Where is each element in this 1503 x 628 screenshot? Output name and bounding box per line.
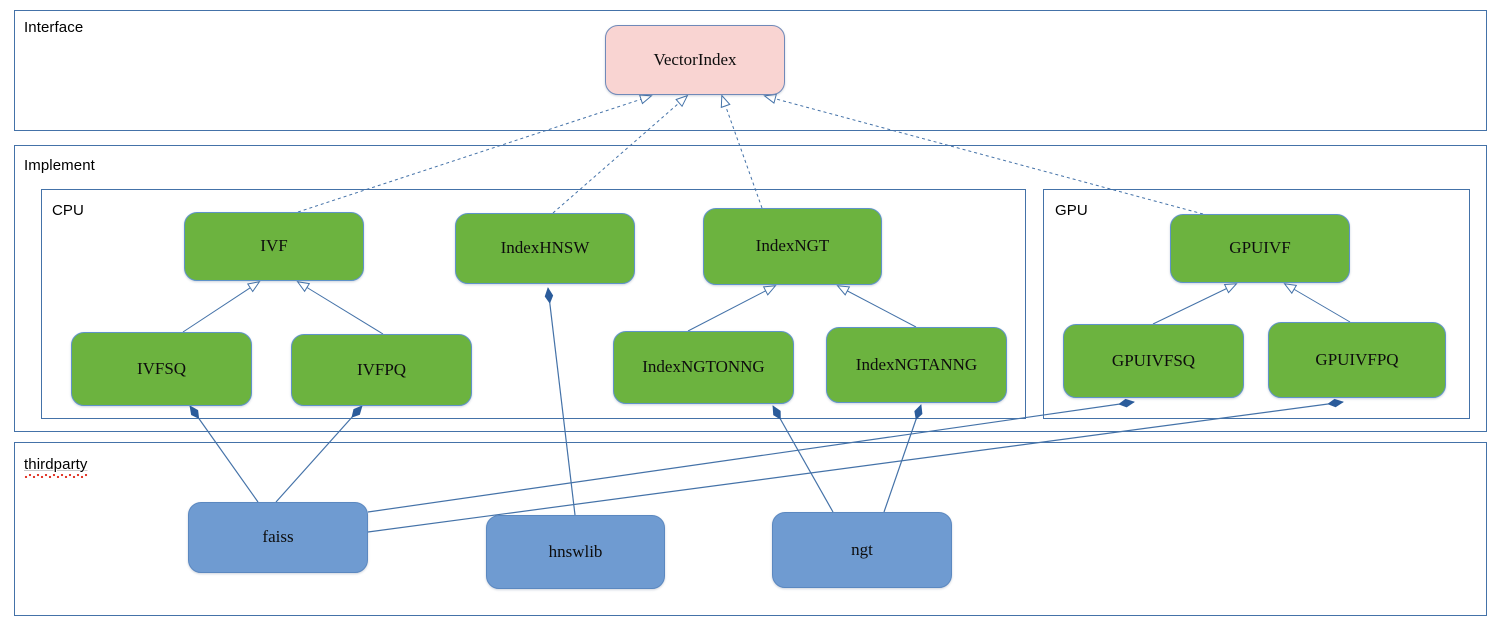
node-label-ngt: ngt [851,539,873,559]
node-indexngt[interactable]: IndexNGT [703,208,882,285]
group-label-thirdparty: thirdparty [24,456,88,473]
node-ivf[interactable]: IVF [184,212,364,281]
node-faiss[interactable]: faiss [188,502,368,573]
node-label-gpuivf: GPUIVF [1229,238,1291,258]
node-label-gpuivfpq: GPUIVFPQ [1315,349,1399,369]
spellcheck-underline-thirdparty [24,474,88,478]
node-label-ivfpq: IVFPQ [356,359,407,379]
node-label-faiss: faiss [262,527,294,547]
node-gpuivfpq[interactable]: GPUIVFPQ [1268,322,1446,398]
group-label-gpu: GPU [1055,202,1088,219]
group-label-implement: Implement [24,157,95,174]
node-label-indexngtanng: IndexNGTANNG [855,354,978,374]
node-label-indexhnsw: IndexHNSW [500,238,590,258]
node-label-indexngtonng: IndexNGTONNG [642,357,765,377]
node-ivfpq[interactable]: IVFPQ [291,334,472,406]
node-hnswlib[interactable]: hnswlib [486,515,665,589]
node-indexhnsw[interactable]: IndexHNSW [455,213,635,284]
node-label-ivf: IVF [260,236,288,256]
node-label-hnswlib: hnswlib [548,541,603,561]
node-gpuivf[interactable]: GPUIVF [1170,214,1350,283]
node-vectorindex[interactable]: VectorIndex [605,25,785,95]
node-gpuivfsq[interactable]: GPUIVFSQ [1063,324,1244,398]
group-label-cpu: CPU [52,202,84,219]
group-label-interface: Interface [24,19,84,36]
node-label-ivfsq: IVFSQ [136,358,187,378]
node-ngt[interactable]: ngt [772,512,952,588]
node-label-indexngt: IndexNGT [755,236,830,256]
node-ivfsq[interactable]: IVFSQ [71,332,252,406]
node-indexngtonng[interactable]: IndexNGTONNG [613,331,794,404]
node-label-gpuivfsq: GPUIVFSQ [1111,350,1196,370]
node-indexngtanng[interactable]: IndexNGTANNG [826,327,1007,403]
node-label-vectorindex: VectorIndex [653,49,737,69]
